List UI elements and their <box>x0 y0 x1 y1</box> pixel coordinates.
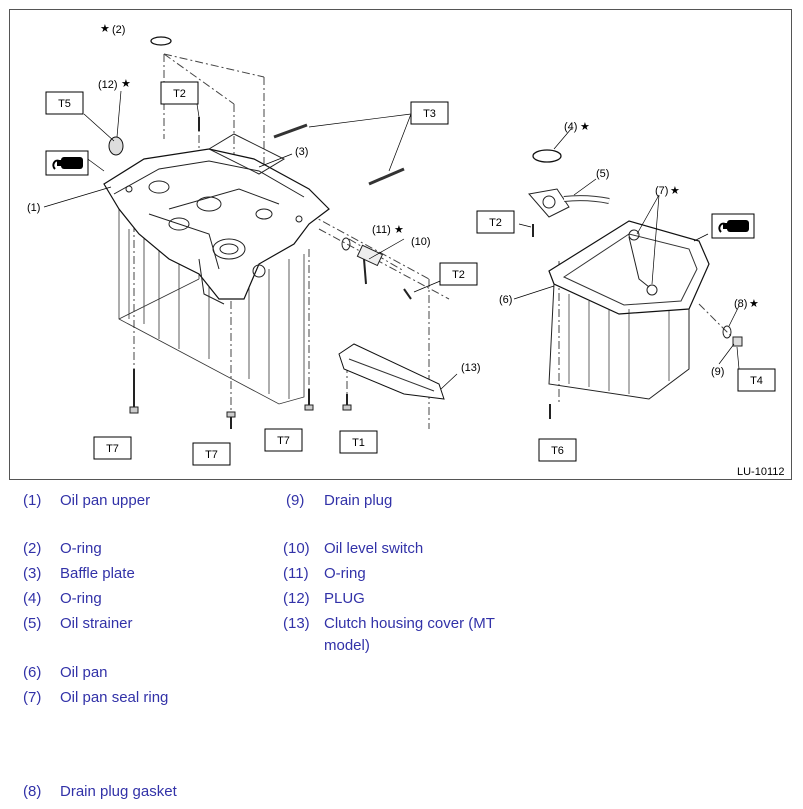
star-mark: ★ <box>580 121 590 133</box>
callout-13: (13) <box>461 362 481 374</box>
callout-6: (6) <box>499 294 512 306</box>
torque-tag-t7: T7 <box>205 449 218 461</box>
liquid-gasket-icon <box>45 150 89 176</box>
torque-tag-t6: T6 <box>551 445 564 457</box>
legend-number: (11) <box>283 565 309 582</box>
legend-number: (4) <box>23 590 42 607</box>
callout-7: (7) <box>655 185 668 197</box>
callout-4: (4) <box>564 121 577 133</box>
torque-tag-t3: T3 <box>423 108 436 120</box>
callout-8: (8) <box>734 298 747 310</box>
figure-code: LU-10112 <box>737 466 785 478</box>
legend-text: Clutch housing cover (MT model) <box>324 615 495 654</box>
legend-text: Oil pan <box>60 664 108 681</box>
callout-1: (1) <box>27 202 40 214</box>
oil-pan-drawing <box>513 128 743 419</box>
callout-11: (11) <box>372 224 391 236</box>
torque-tag-t5: T5 <box>58 98 71 110</box>
oil-pan-upper-drawing <box>43 36 735 429</box>
legend-text: Drain plug gasket <box>60 783 177 800</box>
star-mark: ★ <box>749 298 759 310</box>
callout-12: (12) <box>98 79 118 91</box>
callout-5: (5) <box>596 168 609 180</box>
torque-tag-t2: T2 <box>452 269 465 281</box>
legend-text: O-ring <box>60 540 102 557</box>
star-mark: ★ <box>121 78 131 90</box>
legend-number: (8) <box>23 783 42 800</box>
callout-3: (3) <box>295 146 308 158</box>
legend-text: O-ring <box>324 565 366 582</box>
callout-9: (9) <box>711 366 724 378</box>
legend-text: Oil pan seal ring <box>60 689 169 706</box>
legend-number: (10) <box>283 540 310 557</box>
star-mark: ★ <box>670 185 680 197</box>
legend-text: Drain plug <box>324 492 393 509</box>
legend-number: (2) <box>23 540 42 557</box>
exploded-view-figure: T5 T2 T3 T2 T2 T7 T7 T7 T1 T6 T4 (1) (2)… <box>9 9 792 480</box>
legend-number: (13) <box>283 615 310 632</box>
legend-text: Oil strainer <box>60 615 133 632</box>
torque-tag-t2: T2 <box>489 217 502 229</box>
callout-2: (2) <box>112 24 125 36</box>
torque-tags <box>45 81 776 466</box>
torque-tag-t2: T2 <box>173 88 186 100</box>
legend-text: PLUG <box>324 590 365 607</box>
legend-number: (9) <box>286 492 305 509</box>
legend-text: Oil pan upper <box>60 492 151 509</box>
liquid-gasket-icon <box>711 213 755 239</box>
legend-text: O-ring <box>60 590 102 607</box>
torque-tag-t7: T7 <box>106 443 119 455</box>
legend-number: (7) <box>23 689 42 706</box>
legend-number: (12) <box>283 590 310 607</box>
callout-10: (10) <box>411 236 431 248</box>
torque-tag-t1: T1 <box>352 437 365 449</box>
legend-number: (1) <box>23 492 42 509</box>
star-mark: ★ <box>100 23 110 35</box>
legend-number: (6) <box>23 664 42 681</box>
legend-text: Baffle plate <box>60 565 135 582</box>
legend-number: (3) <box>23 565 42 582</box>
torque-tag-t4: T4 <box>750 375 763 387</box>
legend-number: (5) <box>23 615 42 632</box>
torque-tag-t7: T7 <box>277 435 290 447</box>
legend-text: Oil level switch <box>324 540 424 557</box>
star-mark: ★ <box>394 224 404 236</box>
